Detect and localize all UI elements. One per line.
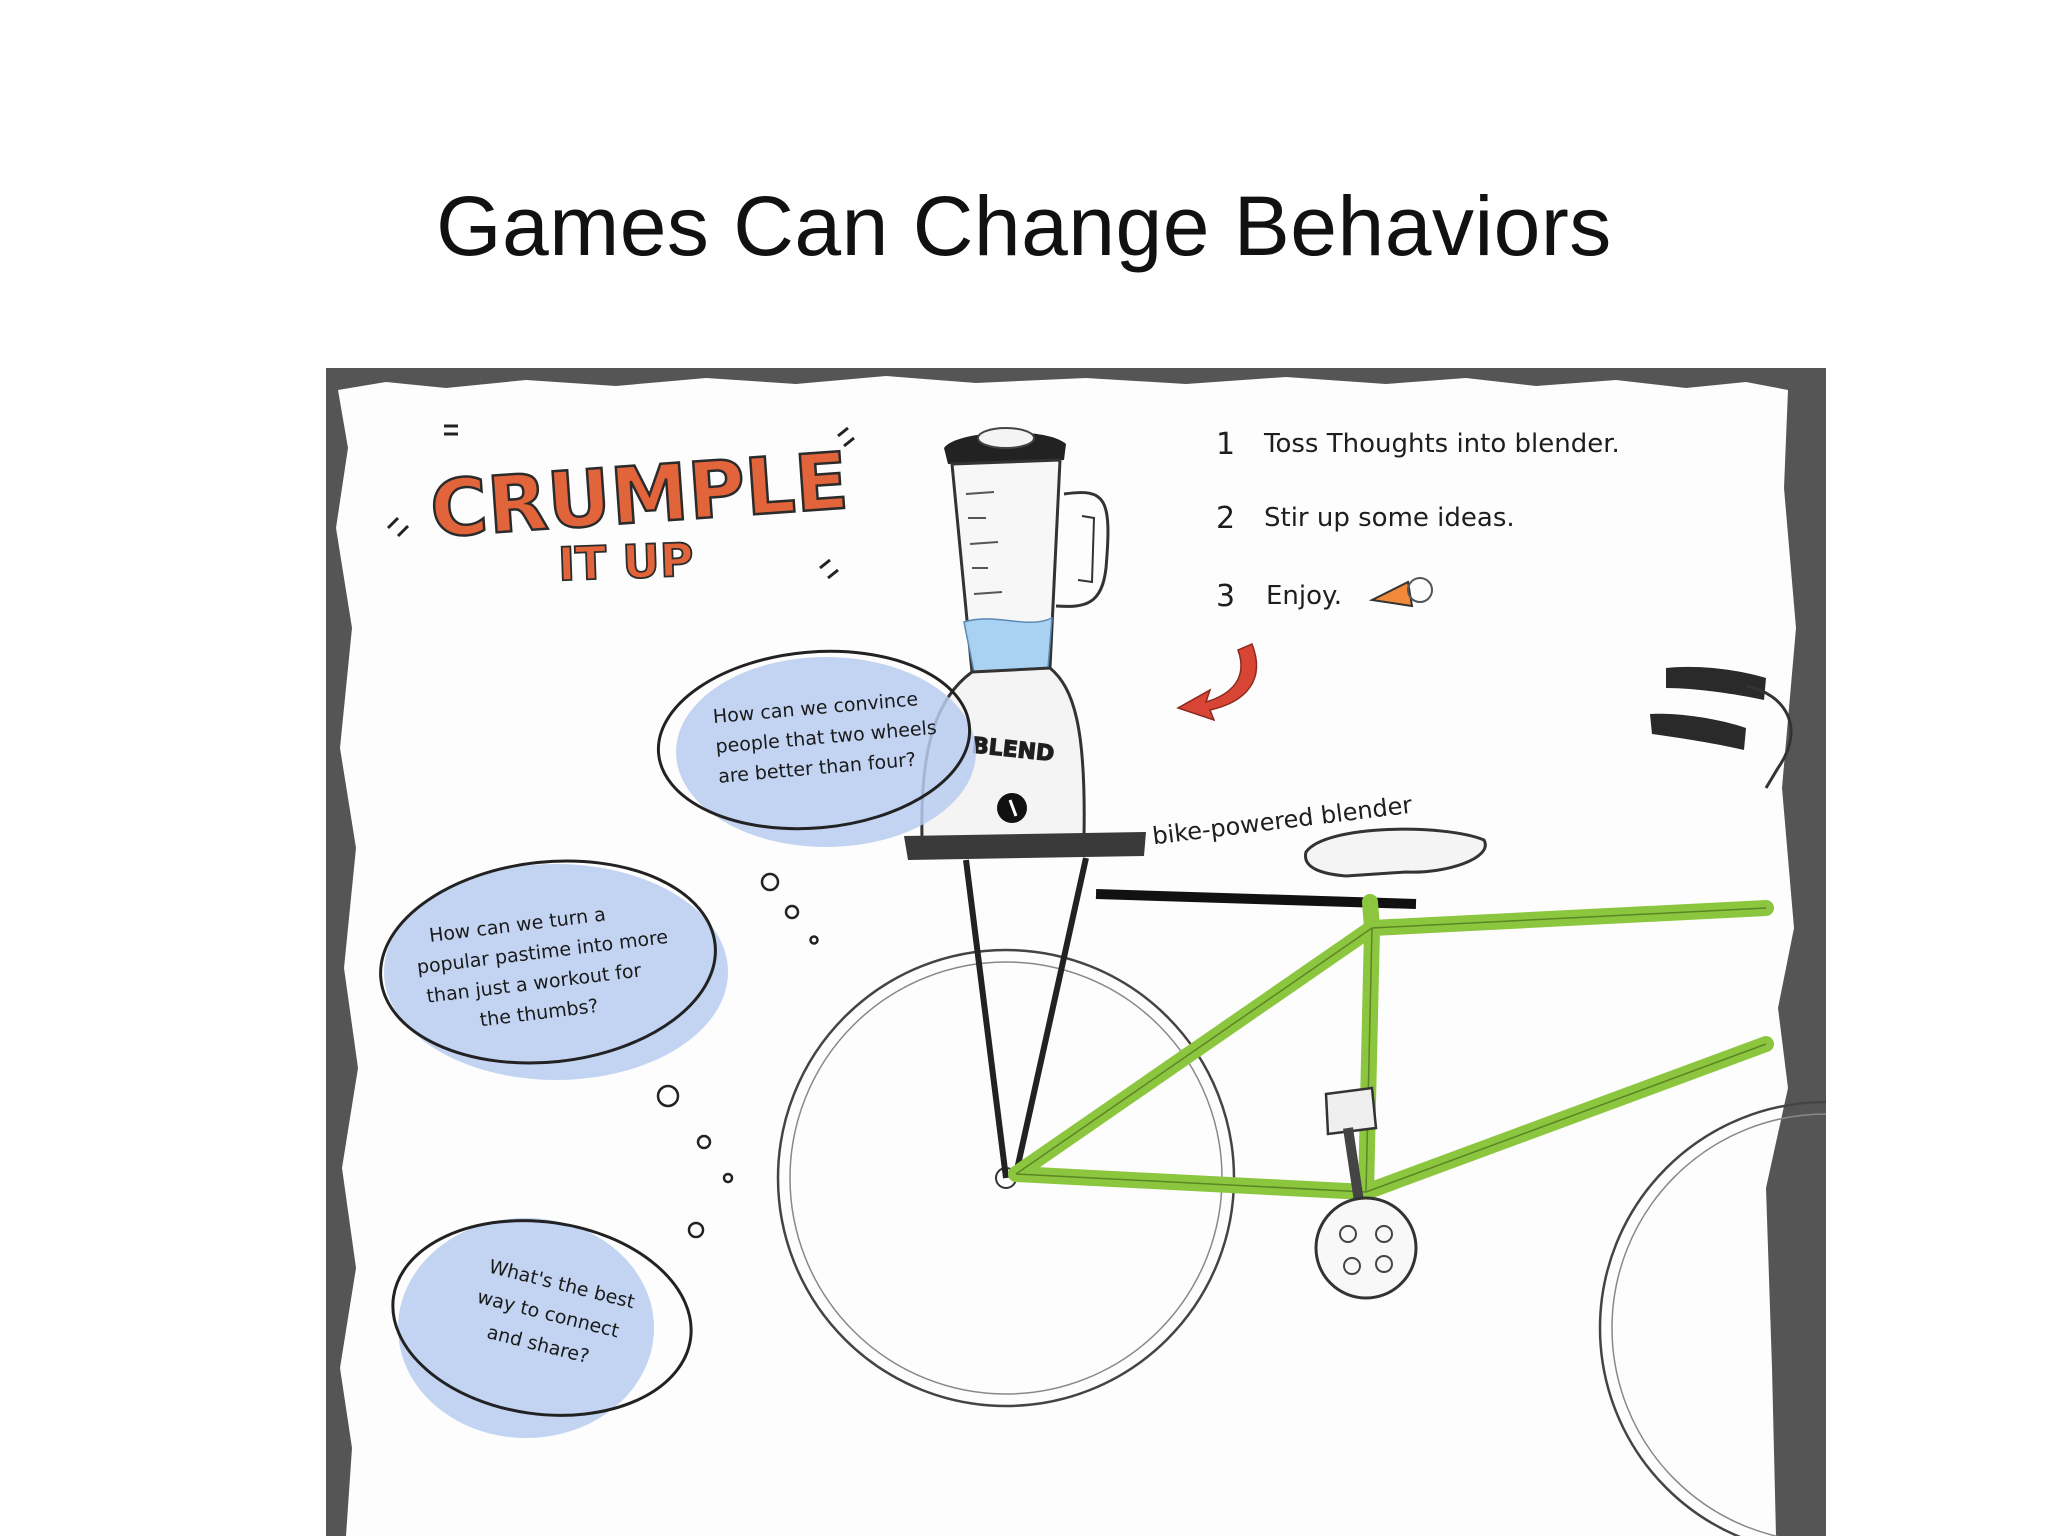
drink-cup-icon bbox=[1368, 577, 1433, 608]
logo-accent-marks bbox=[386, 424, 855, 580]
bike-seat bbox=[1304, 827, 1487, 878]
thought-bubble-2: How can we turn a popular pastime into m… bbox=[379, 859, 734, 1184]
slide-title: Games Can Change Behaviors bbox=[436, 179, 1612, 273]
step-3: 3 Enjoy. bbox=[1216, 579, 1342, 614]
step-text: Toss Thoughts into blender. bbox=[1263, 429, 1620, 459]
curved-arrow-icon bbox=[1176, 643, 1258, 722]
logo-subheading: IT UP bbox=[557, 533, 694, 592]
step-number: 2 bbox=[1216, 501, 1235, 536]
handlebar bbox=[1650, 666, 1793, 789]
pedal-crank bbox=[1314, 1086, 1418, 1300]
crumple-it-up-logo: CRUMPLE IT UP bbox=[386, 424, 855, 592]
bike-drawing bbox=[776, 666, 1826, 1536]
step-2: 2 Stir up some ideas. bbox=[1216, 501, 1515, 536]
logo-heading: CRUMPLE bbox=[427, 437, 851, 556]
thought-bubble-1: How can we convince people that two whee… bbox=[656, 649, 976, 945]
crumple-it-up-illustration: CRUMPLE IT UP 1 Toss Thoughts into blend… bbox=[326, 368, 1826, 1536]
front-wheel bbox=[1598, 1100, 1826, 1536]
blender: BLEND bbox=[904, 427, 1146, 860]
steps-list: 1 Toss Thoughts into blender. 2 Stir up … bbox=[1216, 427, 1620, 614]
step-text: Enjoy. bbox=[1266, 581, 1342, 611]
step-1: 1 Toss Thoughts into blender. bbox=[1216, 427, 1620, 462]
blender-measure-marks bbox=[965, 491, 1003, 595]
step-number: 1 bbox=[1216, 427, 1235, 462]
step-text: Stir up some ideas. bbox=[1264, 503, 1515, 533]
step-number: 3 bbox=[1216, 579, 1235, 614]
thought-bubble-3: What's the best way to connect and share… bbox=[391, 1218, 705, 1438]
